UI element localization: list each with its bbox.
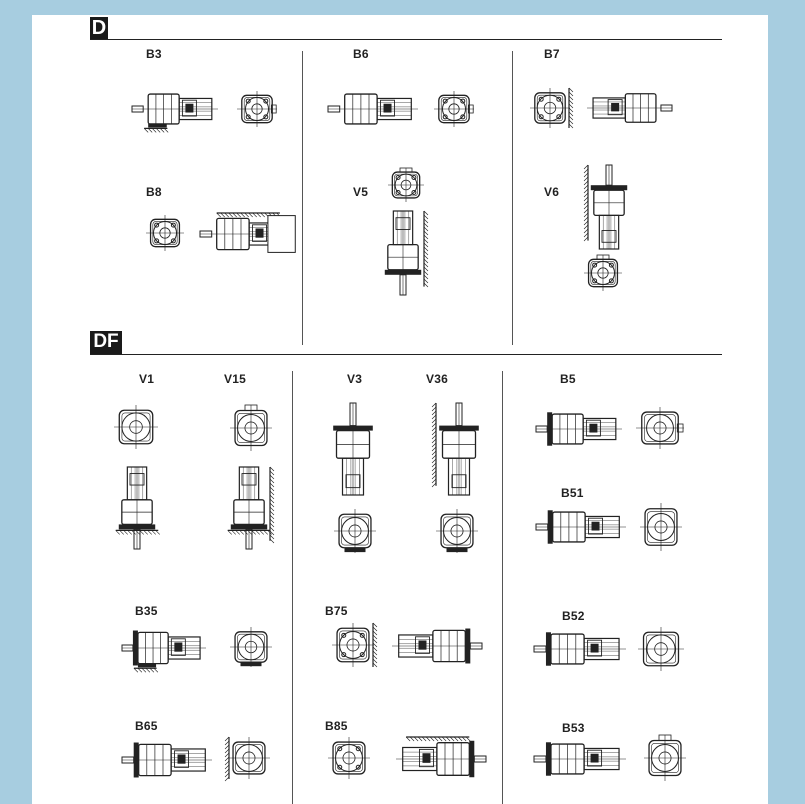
label-df-b5: B5 [560,372,576,386]
side-view-icon [535,505,626,549]
label-df-v36: V36 [426,372,448,386]
section-df-tag: DF [90,331,122,355]
label-df-b75: B75 [325,604,348,618]
front-view-icon [334,509,376,553]
front-view-icon [114,405,158,449]
vertical-view-icon [226,466,275,550]
side-view-icon [121,625,206,673]
label-d-v5: V5 [353,185,369,199]
label-d-v6: V6 [544,185,560,199]
front-view-icon [224,736,270,782]
side-view-icon [535,407,622,451]
front-view-icon [644,734,686,781]
section-d-rule [90,39,722,40]
front-view-icon [584,254,622,291]
front-view-icon [388,167,424,202]
section-df-rule [90,354,722,355]
label-df-v15: V15 [224,372,246,386]
label-df-b35: B35 [135,604,158,618]
vertical-view-icon [114,466,160,550]
label-d-b8: B8 [146,185,162,199]
label-df-b51: B51 [561,486,584,500]
catalog-page: D B3 B6 B7 B8 V5 V6 DF V1 V15 V3 V36 B5 … [32,15,768,804]
label-df-b65: B65 [135,719,158,733]
side-view-icon [131,87,218,133]
label-df-b52: B52 [562,609,585,623]
vertical-view-icon [380,210,429,296]
section-d-tag: D [90,17,108,40]
section-df-separator-1 [292,371,293,804]
label-df-b53: B53 [562,721,585,735]
section-d-separator-1 [302,51,303,345]
front-view-icon [434,91,474,127]
section-df-separator-2 [502,371,503,804]
side-view-icon [396,735,487,783]
label-d-b3: B3 [146,47,162,61]
front-view-icon [636,407,684,449]
vertical-view-icon [583,164,632,250]
section-d-separator-2 [512,51,513,345]
side-view-icon [327,87,418,131]
front-view-icon [640,503,682,551]
front-view-icon [638,627,684,671]
side-view-icon [587,87,673,129]
front-view-icon [237,91,277,127]
label-df-v1: V1 [139,372,155,386]
side-view-icon [533,627,626,671]
label-d-b6: B6 [353,47,369,61]
side-view-icon [121,737,212,783]
side-view-icon [199,211,296,257]
label-df-b85: B85 [325,719,348,733]
side-view-icon [533,737,626,781]
front-view-icon [332,622,378,668]
front-view-icon [146,215,184,251]
front-view-icon [230,404,272,451]
label-d-b7: B7 [544,47,560,61]
front-view-icon [530,87,574,129]
front-view-icon [328,737,370,779]
vertical-view-icon [328,402,378,496]
label-df-v3: V3 [347,372,363,386]
side-view-icon [392,623,483,669]
front-view-icon [436,509,478,553]
front-view-icon [230,627,272,667]
vertical-view-icon [431,402,484,496]
